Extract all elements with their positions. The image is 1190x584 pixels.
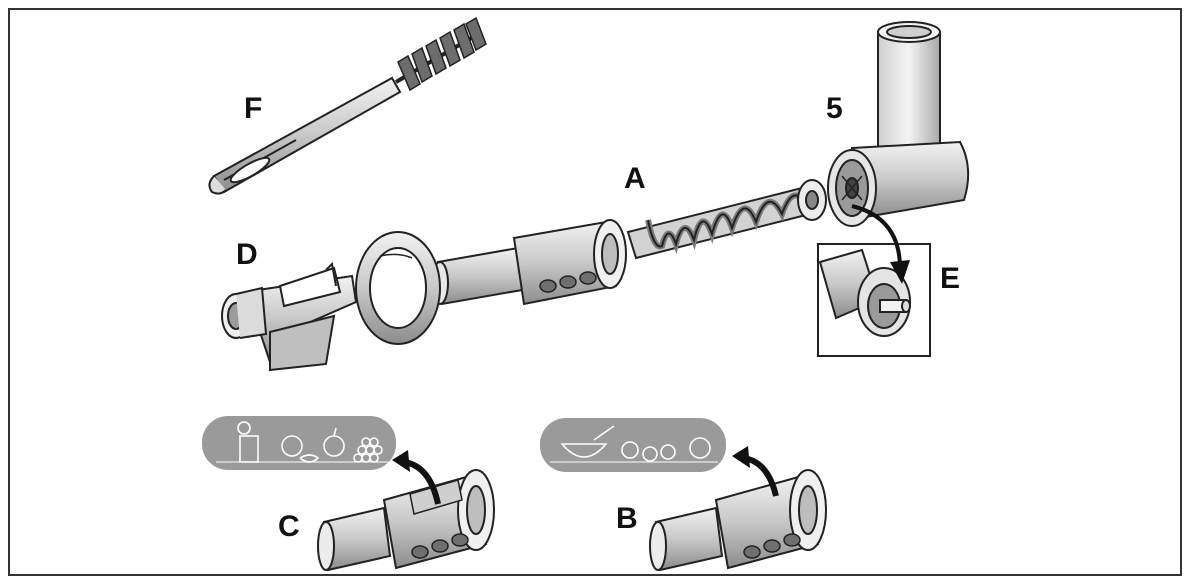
arrow-b-to-badge <box>732 446 779 497</box>
label-e: E <box>940 262 961 295</box>
cleaning-brush <box>208 16 487 195</box>
bowl-icon <box>560 443 608 458</box>
auger-screw <box>626 179 827 260</box>
brush-bristles <box>397 16 487 92</box>
tomato-icon <box>689 437 711 459</box>
juicing-screen <box>431 219 627 306</box>
detail-inset <box>817 243 931 357</box>
mincer-housing <box>827 21 970 227</box>
strawberry-icon <box>621 441 639 459</box>
arrow-c-to-badge <box>392 450 441 505</box>
label-f: F <box>244 92 263 125</box>
curved-arrow-to-detail <box>851 204 910 284</box>
label-5: 5 <box>826 92 843 125</box>
tomato-icon <box>281 435 303 457</box>
lemon-slice-icon <box>237 421 251 435</box>
juice-spout <box>221 261 358 372</box>
leaf-icon <box>299 454 320 463</box>
ring-nut <box>355 231 441 345</box>
screen-b-usage-badge <box>540 418 726 472</box>
label-b: B <box>616 502 638 535</box>
diagram-frame <box>8 8 1182 576</box>
label-a: A <box>624 162 646 195</box>
juicing-screen-b <box>649 469 827 572</box>
juicing-screen-c <box>317 469 495 572</box>
label-d: D <box>236 238 258 271</box>
label-c: C <box>278 510 300 543</box>
screen-c-usage-badge <box>202 416 396 470</box>
